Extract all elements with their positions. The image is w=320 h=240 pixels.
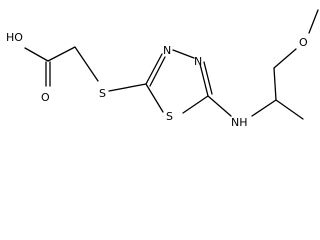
bonds <box>24 9 319 120</box>
bond-hydroxyl-carbon <box>24 47 49 62</box>
ring-nitrogen-3-label: N <box>163 44 171 57</box>
thioether-sulfur-label: S <box>99 87 106 100</box>
amine-label: NH <box>231 116 248 129</box>
bond-carboxyl-methylene <box>47 46 76 62</box>
bond-ether-oxygen-methyl <box>308 9 319 34</box>
ether-oxygen-label: O <box>299 36 308 49</box>
bond-methine-methyl <box>275 99 304 120</box>
bond-methylene-ether-oxygen <box>273 48 297 69</box>
bond-ring-carbon-nitrogen <box>207 95 232 117</box>
carbonyl-oxygen-label: O <box>41 91 50 104</box>
bond-methine-methylene <box>273 67 277 101</box>
bond-ring-c5-s1 <box>182 95 209 114</box>
bond-ring-c2-n3-double-a <box>145 53 163 85</box>
hydroxyl-label: HO <box>6 31 23 44</box>
bond-sulfur-ring-carbon <box>108 83 147 92</box>
bond-ring-n4-c5-double-b <box>203 61 213 95</box>
ring-sulfur-label: S <box>166 110 173 123</box>
bond-nitrogen-methine <box>251 99 277 117</box>
bond-ring-n4-c5-double-a <box>199 63 209 97</box>
bond-ring-c2-n3-double-b <box>149 56 166 87</box>
chemical-structure: HO O S N N S NH O <box>6 9 319 129</box>
atom-labels: HO O S N N S NH O <box>6 31 308 129</box>
bond-ring-n3-n4 <box>172 49 195 59</box>
ring-nitrogen-4-label: N <box>194 55 202 68</box>
bond-methylene-sulfur <box>74 46 99 82</box>
bond-ring-s1-c2 <box>145 83 164 113</box>
